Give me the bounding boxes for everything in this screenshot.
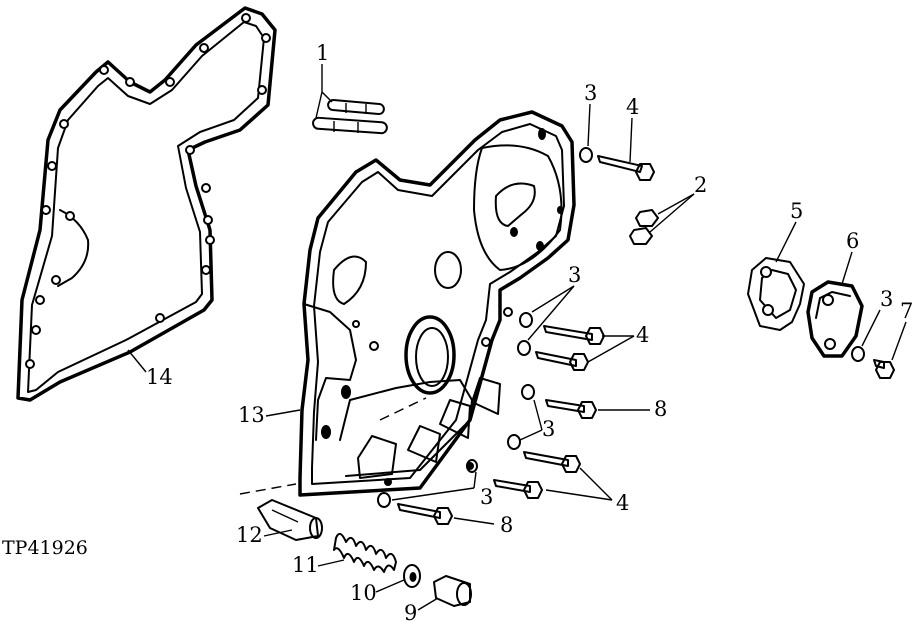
callout-4-low: 4 (616, 491, 629, 515)
callout-5: 5 (790, 199, 803, 223)
callout-12: 12 (236, 523, 263, 547)
figure-id: TP41926 (2, 537, 88, 559)
relief-valve (257, 499, 323, 541)
callout-labels: 1 3 4 2 5 6 3 3 7 4 8 3 4 3 8 14 13 12 1… (146, 41, 913, 625)
callout-3-mid: 3 (568, 263, 581, 287)
leader-lines (127, 64, 907, 611)
callout-9: 9 (404, 601, 417, 625)
bolt-right-3 (545, 399, 597, 419)
callout-11: 11 (292, 553, 319, 577)
nuts (629, 209, 659, 245)
bolt-right-1 (543, 325, 605, 345)
callout-1: 1 (316, 41, 329, 65)
bolt-7 (873, 359, 895, 379)
gasket (16, 6, 277, 402)
callout-10: 10 (350, 581, 377, 605)
callout-2: 2 (694, 173, 707, 197)
bolt-right-5 (493, 479, 543, 499)
dowel-pins (312, 98, 388, 135)
bolts (397, 147, 895, 525)
callout-14: 14 (146, 365, 173, 389)
callout-3-low: 3 (542, 417, 555, 441)
callout-6: 6 (846, 229, 859, 253)
lock-washers (377, 312, 865, 508)
callout-8-mid: 8 (654, 397, 667, 421)
callout-8-bottom: 8 (500, 513, 513, 537)
valve-spring (333, 532, 397, 573)
callout-4-top: 4 (626, 95, 639, 119)
callout-3-top: 3 (584, 81, 597, 105)
washer (403, 564, 421, 588)
bolt-lower (397, 503, 453, 525)
callout-4-mid: 4 (636, 323, 649, 347)
callout-7: 7 (900, 299, 913, 323)
callout-13: 13 (238, 403, 265, 427)
bolt-right-2 (535, 351, 589, 371)
plug (433, 575, 472, 607)
bolt-upper (579, 147, 655, 181)
cover-plate (806, 280, 864, 358)
bolt-right-4 (523, 451, 581, 473)
callout-3-right: 3 (880, 287, 893, 311)
callout-3-bottom: 3 (480, 485, 493, 509)
timing-gear-cover (239, 110, 576, 497)
gasket-bolt-holes (25, 13, 271, 369)
cover-plate-gasket (747, 257, 805, 331)
